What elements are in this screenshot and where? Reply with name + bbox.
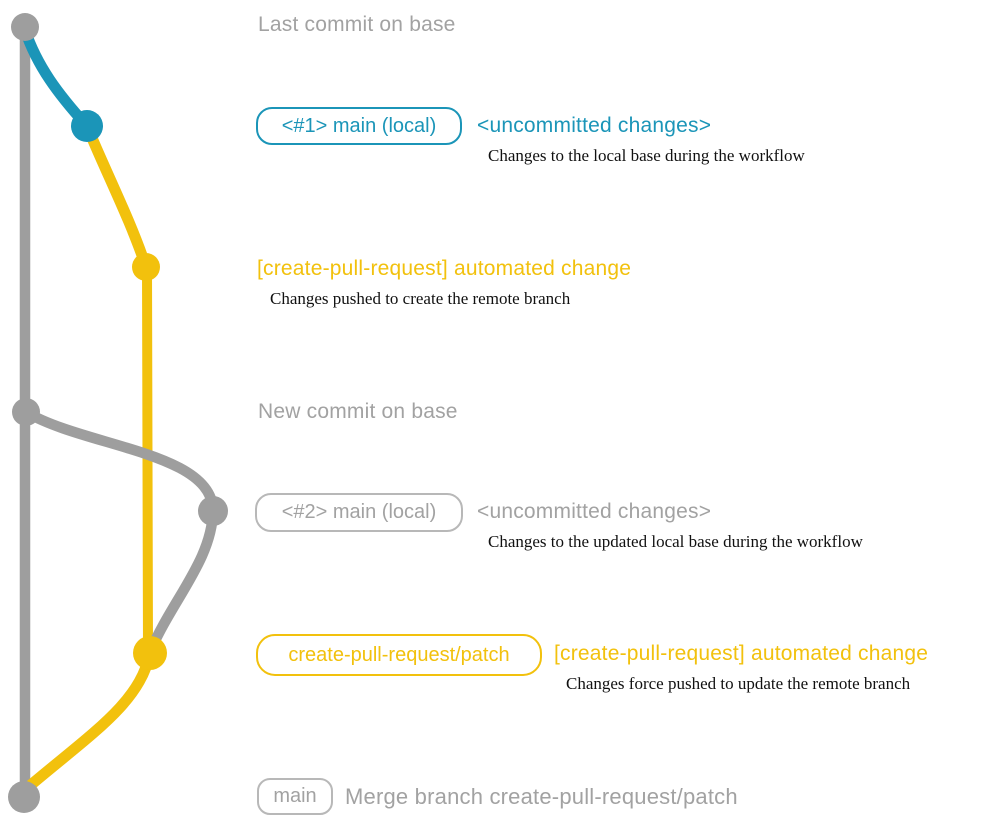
branch-badge-main-local-2: <#2> main (local): [255, 493, 463, 532]
label-new-commit-on-base: New commit on base: [258, 400, 458, 423]
commit-dot-base-1: [11, 13, 39, 41]
commit-dot-local-1: [71, 110, 103, 142]
caption-local-base-changes: Changes to the local base during the wor…: [488, 146, 805, 165]
branch-badge-main: main: [257, 778, 333, 815]
label-automated-change-2: [create-pull-request] automated change: [554, 642, 929, 665]
local-change-branch-line: [19, 24, 93, 132]
patch-branch-create-line: [81, 120, 152, 273]
label-uncommitted-changes-1: <uncommitted changes>: [477, 114, 712, 137]
label-last-commit-on-base: Last commit on base: [258, 13, 456, 36]
branch-badge-main-local-1: <#1> main (local): [256, 107, 462, 145]
caption-force-pushed-update-remote: Changes force pushed to update the remot…: [566, 674, 911, 693]
commit-dot-patch-2: [133, 636, 167, 670]
label-merge-branch: Merge branch create-pull-request/patch: [345, 784, 738, 809]
caption-pushed-create-remote: Changes pushed to create the remote bran…: [270, 289, 571, 308]
branch-badge-create-pull-request-patch: create-pull-request/patch: [256, 634, 542, 676]
rebase-branch-line-1: [20, 406, 219, 517]
commit-dot-patch-1: [132, 253, 160, 281]
commit-dot-merge: [8, 781, 40, 813]
caption-updated-local-base-changes: Changes to the updated local base during…: [488, 532, 863, 551]
rebase-branch-line-2: [144, 505, 219, 658]
label-uncommitted-changes-2: <uncommitted changes>: [477, 500, 712, 523]
merge-branch-line: [20, 647, 156, 795]
commit-dot-base-2: [12, 398, 40, 426]
label-automated-change-1: [create-pull-request] automated change: [257, 257, 632, 280]
commit-dot-local-2: [198, 496, 228, 526]
